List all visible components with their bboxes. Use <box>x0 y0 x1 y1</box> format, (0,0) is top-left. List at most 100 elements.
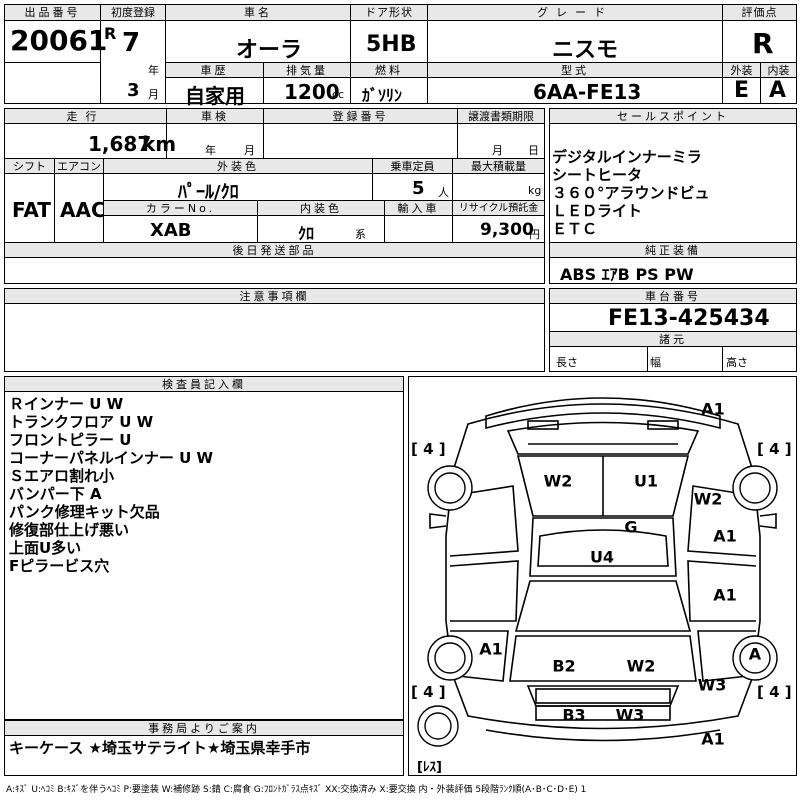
later-parts-label: 後日発送部品 <box>5 243 544 258</box>
inspector-note: パンク修理キット欠品 <box>9 503 160 521</box>
car-diagram-box <box>408 376 797 776</box>
sales-point-3: ３６０°アラウンドビュ <box>552 184 710 202</box>
int-color-label: 内装色 <box>258 201 384 216</box>
max-load-unit: kg <box>528 184 542 197</box>
tire-fl: [ 4 ] <box>411 440 446 458</box>
reg-no-label: 登録番号 <box>264 109 457 124</box>
capacity-unit: 人 <box>438 186 449 199</box>
first-reg-month: 3 <box>127 80 140 101</box>
mark-bottom: A1 <box>701 729 725 749</box>
car-diagram <box>417 397 778 747</box>
tire-spare: [ﾚｽ] <box>417 760 442 775</box>
color-no-label: カラーNo. <box>104 201 257 216</box>
cautions-label: 注意事項欄 <box>5 289 544 304</box>
fuel-label: 燃料 <box>351 63 427 78</box>
interior-grade: A <box>769 78 787 103</box>
inspector-note: フロントピラー U <box>9 431 132 449</box>
lot-label: 出品番号 <box>5 5 100 21</box>
cautions-box <box>4 288 545 372</box>
mark-front-top: A1 <box>701 399 725 419</box>
first-reg-year: 7 <box>122 28 141 58</box>
inspector-note: 上面U多い <box>9 539 82 557</box>
sales-point-4: ＬＥＤライト <box>552 202 643 220</box>
capacity: 5 <box>412 178 425 199</box>
inspector-box <box>4 376 404 720</box>
shift: FAT <box>12 198 51 222</box>
inspector-note: Ｓエアロ割れ小 <box>9 467 115 485</box>
spec-length-label: 長さ <box>556 356 578 369</box>
chassis-box <box>549 288 797 372</box>
chassis-label: 車台番号 <box>550 289 796 304</box>
sales-point-box <box>549 108 797 284</box>
int-color-unit: 系 <box>355 228 366 241</box>
inspection-year-unit: 年 <box>205 144 216 157</box>
month-unit: 月 <box>148 88 159 101</box>
inspector-note: Fピラービス穴 <box>9 557 110 575</box>
mark-floor: U4 <box>589 547 615 567</box>
shift-label: シフト <box>5 159 54 174</box>
chassis-number: FE13-425434 <box>608 306 770 331</box>
spec-height-label: 高さ <box>726 356 748 369</box>
first-reg-label: 初度登録 <box>101 5 165 21</box>
exterior-grade-label: 外装 <box>723 63 760 78</box>
int-color: ｸﾛ <box>298 224 315 243</box>
door-type: 5HB <box>366 32 417 57</box>
mileage-unit: km <box>142 132 177 156</box>
year-unit: 年 <box>148 64 159 77</box>
history: 自家用 <box>185 84 245 108</box>
interior-grade-label: 内装 <box>761 63 796 78</box>
mark-rear-right: W3 <box>697 675 727 695</box>
model: 6AA-FE13 <box>533 80 642 104</box>
tire-rr: [ 4 ] <box>757 683 792 701</box>
genuine: ABS ｴｱB PS PW <box>560 265 694 284</box>
import-label: 輸入車 <box>385 201 452 216</box>
mark-roof: U1 <box>633 471 659 491</box>
score-label: 評価点 <box>723 5 796 21</box>
office-note: キーケース ★埼玉サテライト★埼玉県幸手市 <box>9 739 311 757</box>
sales-point-2: シートヒータ <box>552 166 643 184</box>
history-label: 車歴 <box>166 63 263 78</box>
model-label: 型式 <box>428 63 722 78</box>
car-name: オーラ <box>236 38 303 63</box>
inspector-label: 検査員記入欄 <box>5 377 403 392</box>
aircon-label: エアコン <box>55 159 103 174</box>
transfer-day-unit: 日 <box>528 144 539 157</box>
capacity-label: 乗車定員 <box>373 159 452 174</box>
sales-point-label: セールスポイント <box>550 109 796 124</box>
mark-trunk-right: W2 <box>626 656 656 676</box>
mark-rear-tire-right: A <box>748 644 762 664</box>
inspector-note: 修復部仕上げ悪い <box>9 521 130 539</box>
mark-door-right-rear: A1 <box>713 585 737 605</box>
inspector-note: バンパー下 A <box>9 485 102 503</box>
lot-number: 20061 <box>10 24 108 57</box>
displacement: 1200 <box>284 80 340 104</box>
legend: A:ｷｽﾞ U:ﾍｺﾐ B:ｷｽﾞを伴うﾍｺﾐ P:要塗装 W:補修跡 S:錆 … <box>6 785 587 795</box>
grade-label: グレード <box>428 5 722 21</box>
spec-width-label: 幅 <box>650 356 661 369</box>
details-block <box>4 108 545 284</box>
mark-glass: G <box>624 517 638 537</box>
genuine-label: 純正装備 <box>550 243 796 258</box>
inspector-note: トランクフロア U W <box>9 413 154 431</box>
ext-color-label: 外装色 <box>104 159 372 174</box>
mileage-label: 走行 <box>5 109 166 124</box>
transfer-month-unit: 月 <box>492 144 503 157</box>
door-label: ドア形状 <box>351 5 427 21</box>
inspector-notes: Ｒインナー U W トランクフロア U W フロントピラー U コーナーパネルイ… <box>9 395 213 575</box>
mark-trunk-left: B2 <box>552 656 576 676</box>
sales-point-5: ＥＴＣ <box>552 220 598 238</box>
grade: ニスモ <box>552 38 619 63</box>
mark-quarter-left: A1 <box>479 639 503 659</box>
recycle-unit: 円 <box>529 228 540 241</box>
mileage: 1,687 <box>88 132 152 156</box>
inspector-note: Ｒインナー U W <box>9 395 124 413</box>
tire-fr: [ 4 ] <box>757 440 792 458</box>
displacement-unit: cc <box>332 88 345 101</box>
mark-fender-right: W2 <box>693 489 723 509</box>
score: R <box>752 27 774 60</box>
mark-bumper-right: W3 <box>615 705 645 725</box>
mark-bumper-left: B3 <box>562 705 586 725</box>
displacement-label: 排気量 <box>264 63 350 78</box>
sales-point-1: デジタルインナーミラ <box>552 148 702 166</box>
mark-fender-left: W2 <box>543 471 573 491</box>
